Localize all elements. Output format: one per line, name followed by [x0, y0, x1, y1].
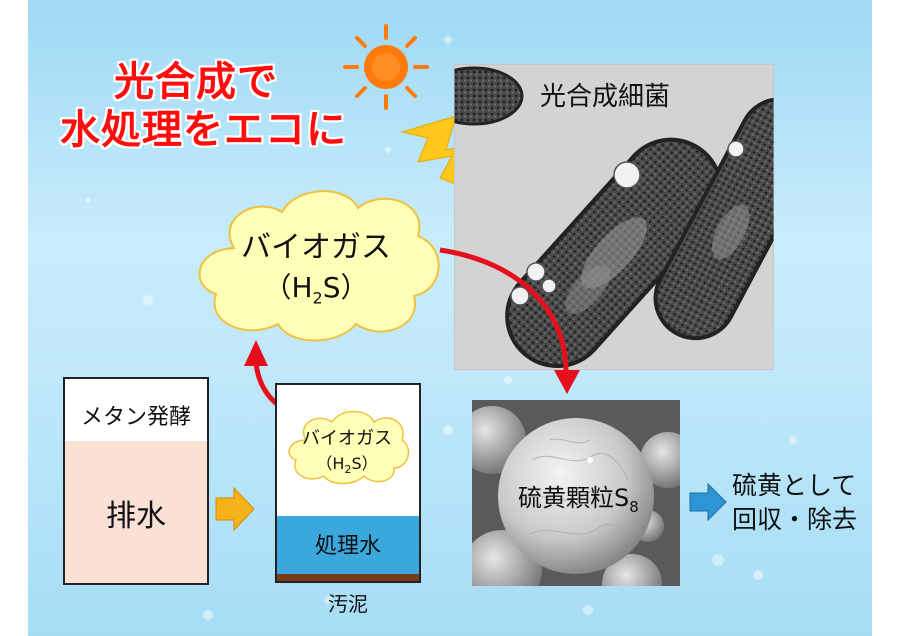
sludge-label: 汚泥: [328, 592, 368, 616]
bacteria-photo: [454, 64, 774, 370]
small-biogas-formula: （H2S）: [284, 450, 410, 476]
title-line-1: 光合成で: [114, 59, 278, 105]
treated-water-label: 処理水: [314, 534, 381, 559]
title-line-2: 水処理をエコに: [60, 107, 347, 153]
sludge-layer: [277, 574, 419, 581]
result-line-2: 回収・除去: [732, 505, 858, 534]
biogas-formula-close: S）: [322, 271, 369, 304]
sulfur-granule-label: 硫黄顆粒S8: [518, 478, 639, 516]
wastewater-area: [65, 441, 207, 583]
biogas-label: バイオガス: [241, 230, 391, 265]
small-biogas-label: バイオガス: [302, 428, 392, 449]
methane-fermentation-label: メタン発酵: [80, 405, 191, 430]
small-biogas-formula-sub: 2: [344, 463, 352, 477]
sulfur-granule-label-sub: 8: [629, 497, 639, 516]
result-line-1: 硫黄として: [732, 471, 857, 500]
biogas-cloud: [198, 190, 440, 342]
bacteria-photo-label: 光合成細菌: [540, 82, 671, 112]
biogas-formula: （H2S）: [230, 266, 402, 308]
yellow-arrow-icon: [215, 486, 255, 532]
tank-header-area: [65, 379, 207, 441]
small-biogas-formula-open: （H: [316, 454, 345, 473]
biogas-formula-sub: 2: [312, 288, 323, 308]
small-biogas-cloud: [288, 410, 410, 485]
wastewater-label: 排水: [106, 499, 166, 534]
right-margin: [872, 0, 900, 636]
sulfur-granule-photo: [472, 400, 680, 586]
small-biogas-formula-close: S）: [351, 454, 378, 473]
sun-icon: [343, 24, 429, 110]
left-margin: [0, 0, 28, 636]
treated-water-area: [277, 516, 419, 574]
methane-fermentation-tank: メタン発酵 排水: [63, 377, 209, 585]
biogas-formula-open: （H: [263, 271, 313, 304]
blue-arrow-icon: [689, 482, 727, 522]
sulfur-granule-label-text: 硫黄顆粒S: [518, 484, 630, 512]
